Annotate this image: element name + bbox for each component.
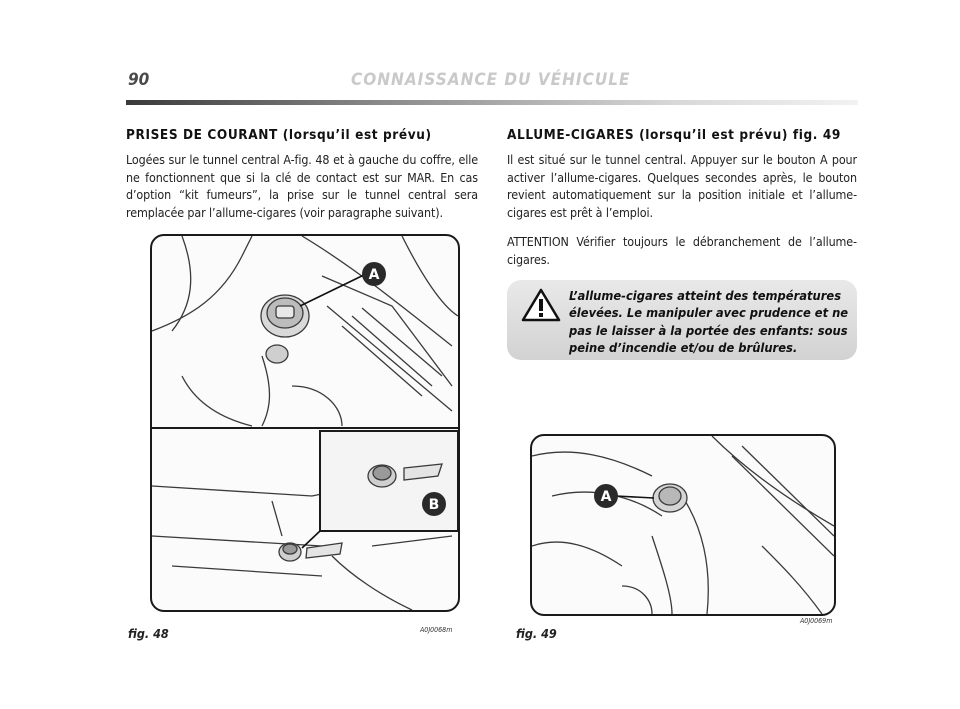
svg-text:A: A bbox=[369, 267, 380, 283]
figure-49-label: fig. 49 bbox=[516, 626, 557, 641]
warning-box: L’allume-cigares atteint des température… bbox=[507, 280, 857, 360]
page-number: 90 bbox=[128, 70, 150, 90]
svg-text:A: A bbox=[601, 489, 612, 505]
figure-48-code: A0J0068m bbox=[420, 626, 453, 634]
figure-48-callout-b: B bbox=[422, 492, 446, 516]
figure-48: A B bbox=[150, 234, 460, 612]
cigar-lighter-paragraph: Il est situé sur le tunnel central. Appu… bbox=[507, 152, 857, 220]
figure-48-illustration: A B bbox=[152, 236, 458, 610]
figure-49: A bbox=[530, 434, 836, 616]
section-heading-cigar-lighter: ALLUME-CIGARES (lorsqu’il est prévu) fig… bbox=[507, 127, 841, 143]
svg-text:B: B bbox=[429, 497, 440, 513]
power-outlets-paragraph: Logées sur le tunnel central A-fig. 48 e… bbox=[126, 152, 478, 220]
header-rule bbox=[126, 100, 858, 105]
figure-48-label: fig. 48 bbox=[128, 626, 169, 641]
figure-49-illustration: A bbox=[532, 436, 834, 614]
warning-triangle-icon bbox=[521, 288, 561, 322]
figure-48-callout-a: A bbox=[362, 262, 386, 286]
running-header-title: CONNAISSANCE DU VÉHICULE bbox=[351, 70, 631, 90]
figure-49-code: A0J0069m bbox=[800, 617, 833, 625]
warning-text: L’allume-cigares atteint des température… bbox=[569, 289, 849, 356]
attention-note: ATTENTION Vérifier toujours le débranche… bbox=[507, 234, 857, 267]
figure-49-callout-a: A bbox=[594, 484, 618, 508]
section-heading-power-outlets: PRISES DE COURANT (lorsqu’il est prévu) bbox=[126, 127, 432, 143]
